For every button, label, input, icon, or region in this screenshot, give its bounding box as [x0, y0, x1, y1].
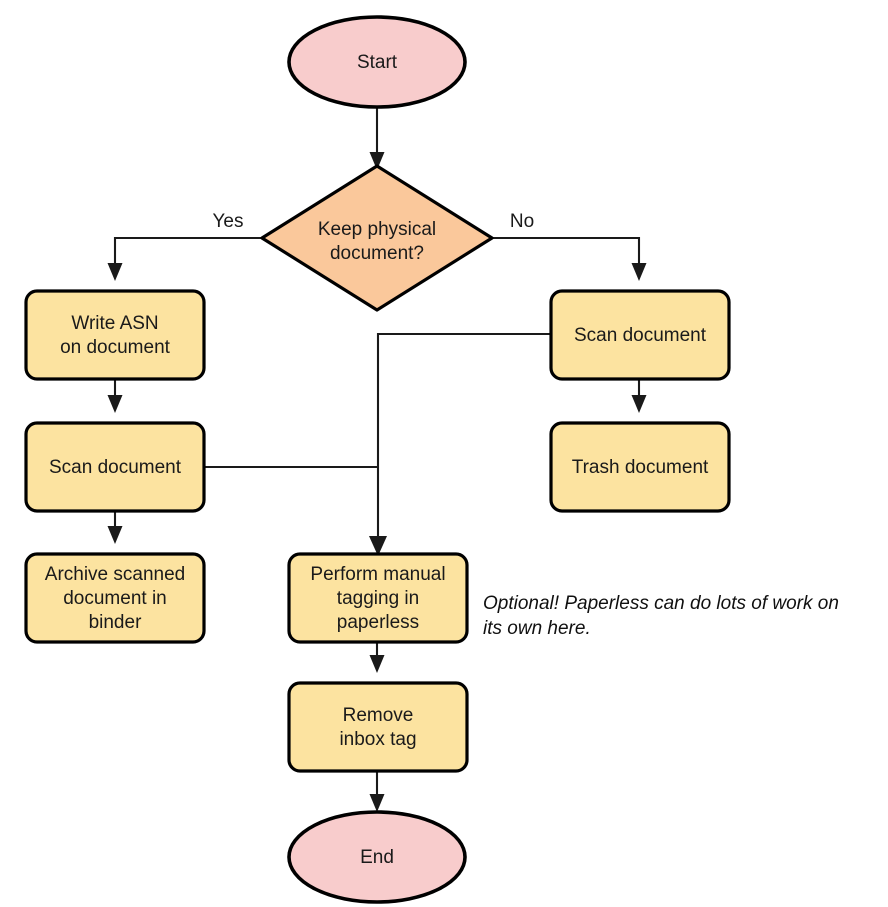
edge-decision-yes-to-write-asn — [107, 232, 275, 281]
edge-tagging-to-remove-tag — [369, 642, 385, 673]
remove-inbox-tag-box-shape — [287, 681, 469, 773]
edge-start-to-decision — [369, 107, 385, 170]
edge-scan-right-to-tagging — [369, 332, 551, 556]
end-label: End — [360, 847, 394, 868]
manual-tagging-label-line-1: Perform manual — [310, 564, 445, 585]
write-asn-label-line-2: on document — [60, 337, 171, 358]
annotation-optional-note: Optional! Paperless can do lots of work … — [483, 593, 839, 639]
end-ellipse-shape — [287, 810, 467, 904]
decision-label-line-2: document? — [330, 243, 424, 264]
annotation-line-1: Optional! Paperless can do lots of work … — [483, 593, 839, 614]
edge-scan-right-to-trash — [631, 379, 647, 413]
trash-document-box-shape — [549, 421, 731, 513]
branch-label-no: No — [510, 211, 534, 232]
scan-left-label: Scan document — [49, 457, 182, 478]
remove-inbox-tag-label-line-1: Remove — [343, 705, 414, 726]
write-asn-label-line-1: Write ASN — [71, 313, 158, 334]
branch-label-layer: Yes No — [213, 211, 535, 232]
node-keep-physical-decision[interactable]: Keep physical document? — [260, 164, 494, 312]
node-remove-inbox-tag[interactable]: Remove inbox tag — [287, 681, 469, 773]
manual-tagging-label-line-3: paperless — [337, 612, 419, 633]
scan-right-label: Scan document — [574, 325, 707, 346]
node-write-asn[interactable]: Write ASN on document — [24, 289, 206, 381]
scan-right-box-shape — [549, 289, 731, 381]
node-layer: Start Keep physical document? Write ASN … — [24, 15, 731, 904]
start-label: Start — [357, 52, 398, 73]
node-archive-binder[interactable]: Archive scanned document in binder — [24, 552, 206, 644]
archive-binder-box-shape — [24, 552, 206, 644]
archive-binder-label-line-3: binder — [89, 612, 142, 633]
node-start[interactable]: Start — [287, 15, 467, 109]
manual-tagging-box-shape — [287, 552, 469, 644]
edge-decision-no-to-scan-right — [479, 232, 647, 281]
node-manual-tagging[interactable]: Perform manual tagging in paperless — [287, 552, 469, 644]
scan-left-box-shape — [24, 421, 206, 513]
archive-binder-label-line-1: Archive scanned — [45, 564, 185, 585]
edge-remove-tag-to-end — [369, 771, 385, 812]
remove-inbox-tag-label-line-2: inbox tag — [339, 729, 416, 750]
manual-tagging-label-line-2: tagging in — [337, 588, 419, 609]
node-scan-document-right[interactable]: Scan document — [549, 289, 731, 381]
edge-write-asn-to-scan-left — [107, 379, 123, 413]
decision-label-line-1: Keep physical — [318, 219, 436, 240]
annotation-line-2: its own here. — [483, 618, 591, 639]
decision-diamond-shape — [260, 164, 494, 312]
archive-binder-label-line-2: document in — [63, 588, 167, 609]
write-asn-box-shape — [24, 289, 206, 381]
node-scan-document-left[interactable]: Scan document — [24, 421, 206, 513]
edge-layer — [107, 107, 647, 812]
branch-label-yes: Yes — [213, 211, 244, 232]
edge-scan-left-to-archive — [107, 511, 123, 544]
node-trash-document[interactable]: Trash document — [549, 421, 731, 513]
node-end[interactable]: End — [287, 810, 467, 904]
trash-document-label: Trash document — [572, 457, 709, 478]
start-ellipse-shape — [287, 15, 467, 109]
